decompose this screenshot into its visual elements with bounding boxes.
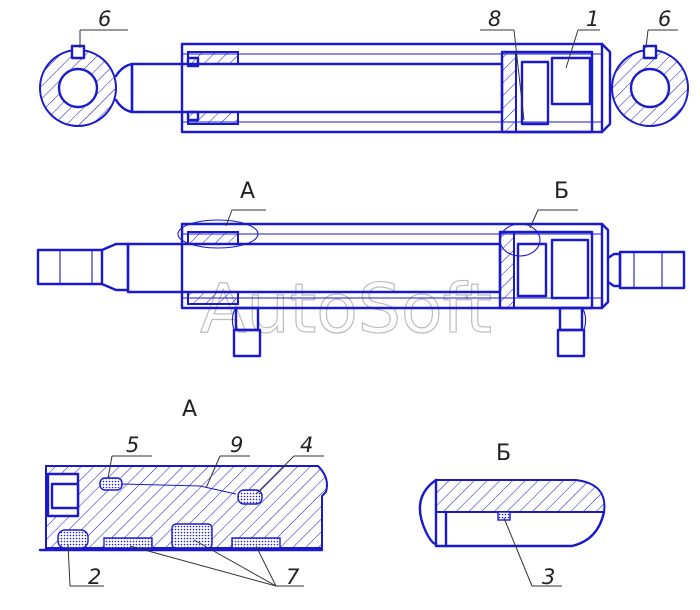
callout-6-left: 6 bbox=[98, 7, 111, 31]
seal-7b bbox=[171, 523, 213, 549]
seal-2 bbox=[57, 529, 89, 549]
callout-6-right: 6 bbox=[658, 7, 671, 31]
top-view bbox=[39, 42, 689, 134]
detail-b-title: Б bbox=[496, 441, 511, 466]
watermark: AutoSoft bbox=[200, 270, 492, 349]
seal-7c bbox=[231, 537, 281, 549]
detail-b-view bbox=[418, 478, 606, 548]
callout-3: 3 bbox=[542, 565, 555, 589]
callout-9: 9 bbox=[230, 433, 243, 457]
detail-circle-b bbox=[499, 223, 541, 257]
detail-a-view bbox=[38, 465, 328, 552]
section-labels: А Б А Б bbox=[182, 179, 569, 466]
callout-4: 4 bbox=[300, 433, 313, 457]
section-marker-b: Б bbox=[554, 179, 569, 204]
detail-a-title: А bbox=[182, 397, 197, 422]
middle-view bbox=[36, 219, 686, 358]
callout-2: 2 bbox=[88, 565, 101, 589]
top-cylinder-body bbox=[180, 42, 604, 134]
leader-lines bbox=[67, 29, 678, 587]
middle-cylinder-body bbox=[180, 222, 604, 310]
seal-3 bbox=[497, 511, 511, 521]
detail-circle-a bbox=[177, 219, 259, 249]
callout-labels: 6 8 1 6 5 9 4 2 7 3 bbox=[88, 7, 671, 589]
callout-5: 5 bbox=[126, 433, 139, 457]
port-right bbox=[558, 306, 584, 332]
callout-1: 1 bbox=[586, 7, 599, 31]
callout-8: 8 bbox=[488, 7, 501, 31]
section-marker-a: А bbox=[240, 179, 255, 204]
seal-7a bbox=[103, 537, 153, 549]
seal-5 bbox=[99, 477, 123, 491]
callout-7: 7 bbox=[286, 565, 300, 589]
detail-b-body bbox=[435, 479, 606, 513]
